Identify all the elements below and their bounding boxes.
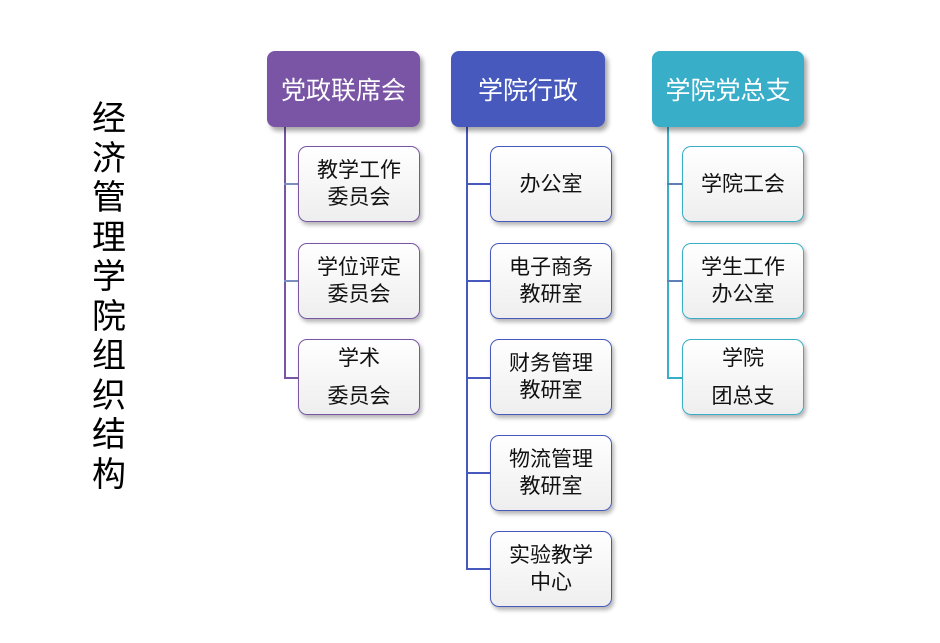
node-label-line2: 教研室 <box>519 378 583 402</box>
node-label-line1: 教学工作 <box>317 158 401 182</box>
node-label-line2: 中心 <box>530 570 572 594</box>
node-party-joint-meeting: 党政联席会 <box>267 51 420 127</box>
node-teaching-committee: 教学工作 委员会 <box>298 146 420 222</box>
title-char: 济 <box>92 138 126 179</box>
title-char: 经 <box>92 99 126 139</box>
node-label: 学院行政 <box>477 76 578 105</box>
node-label-line2: 教研室 <box>519 474 583 498</box>
node-label-line1: 电子商务 <box>509 255 593 279</box>
title-char: 学 <box>92 257 126 297</box>
node-label-line1: 学院 <box>722 346 764 370</box>
node-ecommerce-dept: 电子商务 教研室 <box>490 243 612 319</box>
title-char: 组 <box>92 336 126 376</box>
connector-trunk <box>466 126 468 570</box>
connector-branch <box>667 280 683 282</box>
node-label-line2: 教研室 <box>519 282 583 306</box>
node-label-line2: 委员会 <box>327 185 391 209</box>
connector-branch <box>466 472 491 474</box>
page-title: 经 济 管 理 学 院 组 织 结 构 <box>84 99 134 495</box>
connector-branch <box>667 377 683 379</box>
node-college-administration: 学院行政 <box>451 51 605 127</box>
node-label-line1: 办公室 <box>519 171 583 196</box>
node-student-affairs-office: 学生工作 办公室 <box>682 243 804 319</box>
node-label-line2: 委员会 <box>327 282 391 306</box>
node-office: 办公室 <box>490 146 612 222</box>
node-label-line2: 委员会 <box>327 384 391 408</box>
node-degree-committee: 学位评定 委员会 <box>298 243 420 319</box>
node-label-line2: 团总支 <box>711 384 775 408</box>
title-char: 院 <box>92 296 126 337</box>
title-char: 织 <box>92 375 126 416</box>
node-lab-center: 实验教学 中心 <box>490 531 612 607</box>
connector-branch <box>466 280 491 282</box>
node-label-line1: 物流管理 <box>509 447 593 471</box>
node-label-line1: 实验教学 <box>509 543 593 567</box>
node-label-line1: 学术 <box>338 346 380 370</box>
node-label: 学院党总支 <box>665 76 791 105</box>
connector-branch <box>284 377 299 379</box>
connector-branch <box>466 183 491 185</box>
node-finance-dept: 财务管理 教研室 <box>490 339 612 415</box>
node-label-line1: 学院工会 <box>701 171 785 196</box>
node-label: 党政联席会 <box>280 76 406 105</box>
connector-branch <box>667 183 683 185</box>
node-label-line1: 学生工作 <box>701 255 785 279</box>
node-label-line1: 财务管理 <box>509 351 593 375</box>
node-party-branch: 学院党总支 <box>652 51 804 127</box>
connector-branch <box>466 377 491 379</box>
node-label-line1: 学位评定 <box>317 255 401 279</box>
node-logistics-dept: 物流管理 教研室 <box>490 435 612 511</box>
node-label-line2: 办公室 <box>711 282 775 306</box>
node-academic-committee: 学术 委员会 <box>298 339 420 415</box>
node-labor-union: 学院工会 <box>682 146 804 222</box>
node-youth-league: 学院 团总支 <box>682 339 804 415</box>
title-char: 理 <box>92 217 126 258</box>
connector-trunk <box>284 126 286 378</box>
connector-branch <box>466 568 491 570</box>
title-char: 结 <box>92 415 126 455</box>
connector-branch <box>284 183 299 185</box>
title-char: 管 <box>92 178 126 218</box>
connector-trunk <box>667 126 669 378</box>
title-char: 构 <box>92 454 126 495</box>
connector-branch <box>284 280 299 282</box>
